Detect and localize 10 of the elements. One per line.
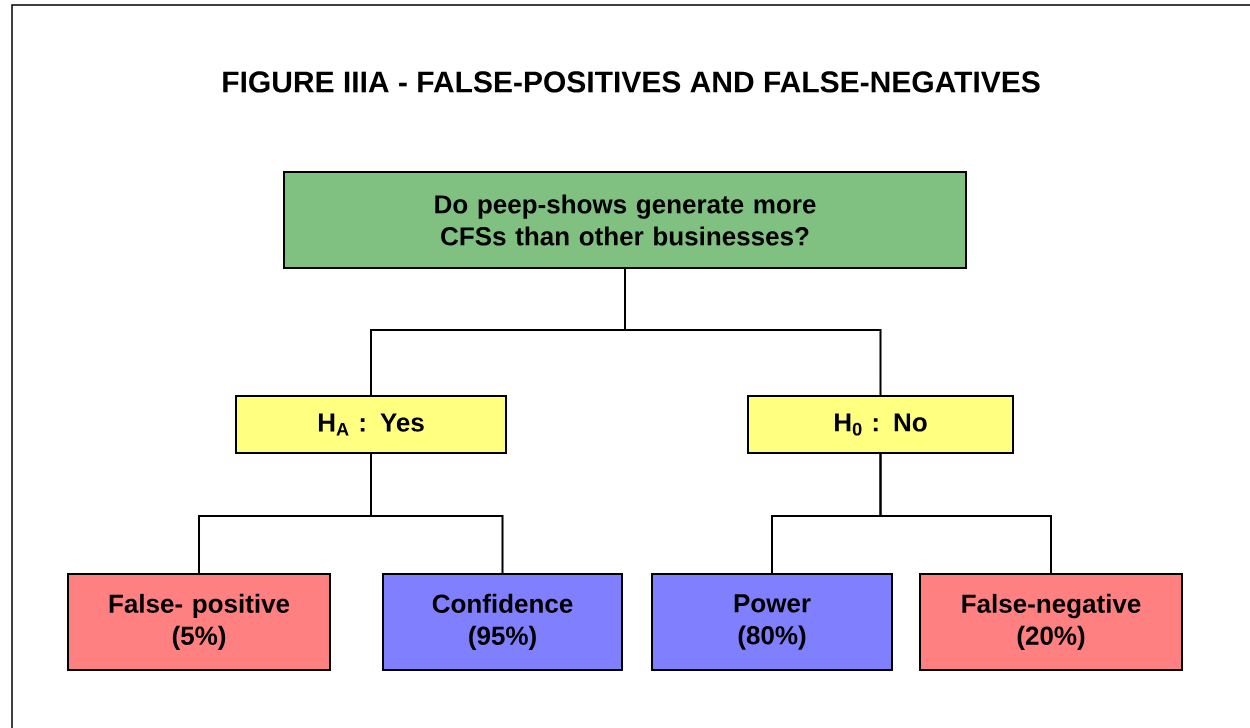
figure-title: FIGURE IIIA - FALSE-POSITIVES AND FALSE-NEGATIVES [223,71,1040,93]
outcome-box: Confidence (95%) [382,573,623,671]
connector-line [879,453,1052,574]
hypothesis-box: H$_{0}$ : No [747,395,1014,454]
error-box: False-negative (20%) [919,573,1183,671]
outcome-box: Power (80%) [651,573,893,671]
error-box: False- positive (5%) [67,573,331,671]
hypothesis-box: H$_{A}$ : Yes [235,395,507,454]
question-box: Do peep-shows generate more CFSs than other businesses? [283,171,967,269]
connector-line [370,453,504,574]
